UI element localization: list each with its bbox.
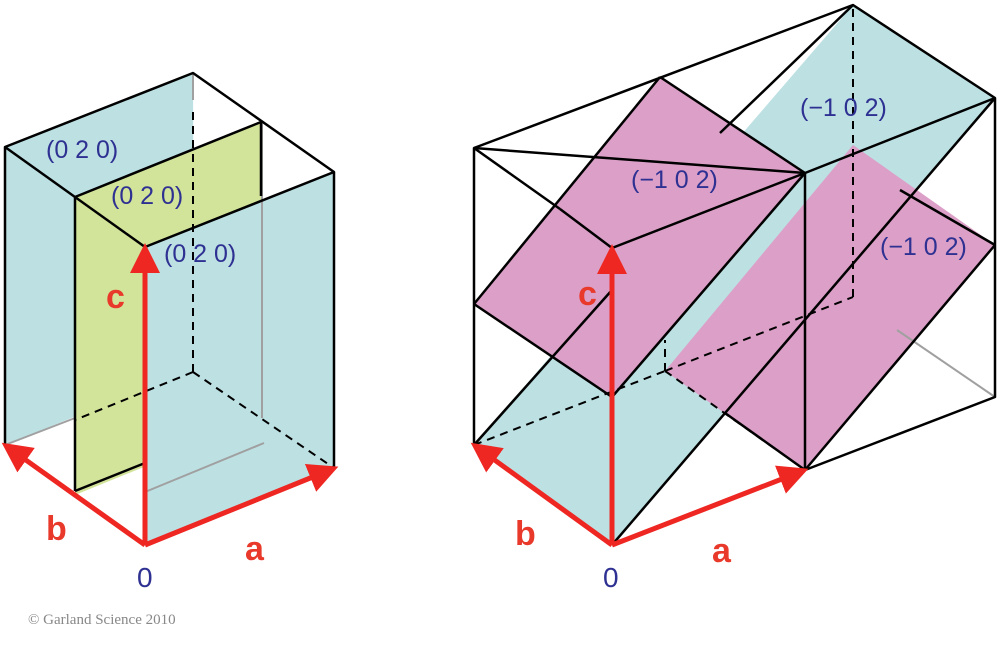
copyright-notice: © Garland Science 2010 (28, 612, 176, 628)
plane-label-102-pink-upper: (−1 0 2) (631, 166, 718, 194)
vector-a (144, 463, 339, 548)
axis-label-c: c (106, 278, 125, 316)
plane-label-020-front: (0 2 0) (164, 240, 236, 268)
axis-label-b: b (515, 515, 536, 553)
vector-b (1, 442, 147, 548)
axis-label-c: c (578, 275, 597, 313)
axis-label-b: b (46, 510, 67, 548)
plane-102-cyan-main (474, 5, 995, 545)
vector-b (470, 442, 614, 548)
origin-label: 0 (137, 562, 153, 593)
plane-label-020-middle: (0 2 0) (111, 182, 183, 210)
vector-a (611, 465, 809, 548)
left-unit-cell: (0 2 0) (0 2 0) (0 2 0) c b a 0 (1, 71, 339, 593)
plane-label-102-cyan: (−1 0 2) (800, 94, 887, 122)
plane-label-102-pink-lower: (−1 0 2) (880, 233, 967, 261)
axis-label-a: a (712, 532, 732, 570)
plane-020-front-overlay (145, 172, 334, 545)
right-unit-cell: (−1 0 2) (−1 0 2) (−1 0 2) c b a 0 (470, 3, 997, 593)
plane-label-020-back: (0 2 0) (46, 136, 118, 164)
origin-label: 0 (603, 562, 619, 593)
axis-label-a: a (245, 530, 265, 568)
